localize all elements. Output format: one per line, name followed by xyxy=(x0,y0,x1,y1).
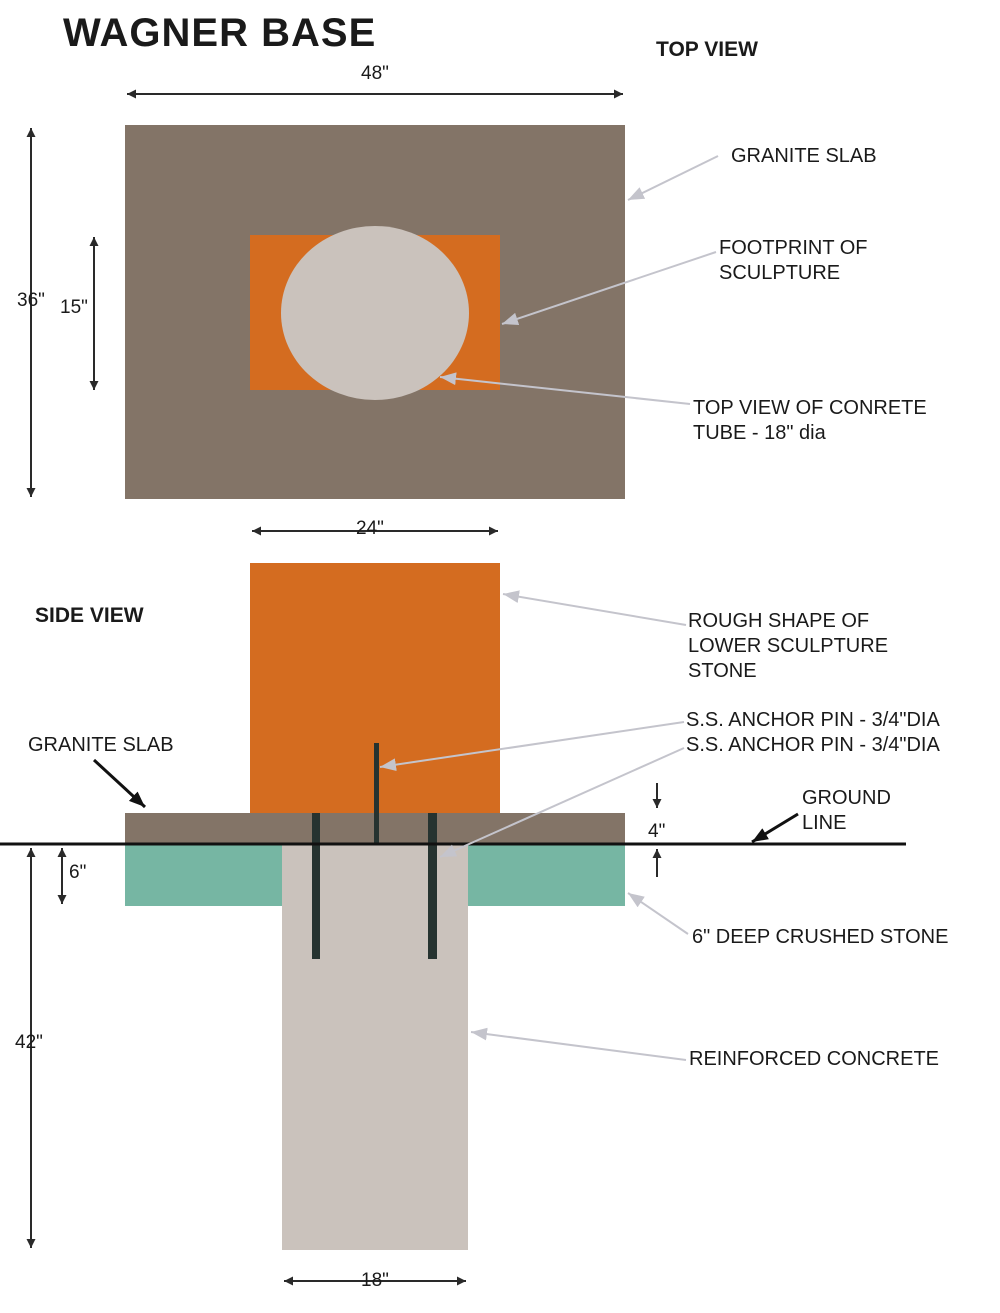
label-rough-shape-line1: ROUGH SHAPE OF xyxy=(688,610,869,632)
label-anchor-pin-2: S.S. ANCHOR PIN - 3/4"DIA xyxy=(686,734,940,756)
label-rough-shape-line2: LOWER SCULPTURE xyxy=(688,635,888,657)
leader-ground-line xyxy=(751,812,799,844)
label-ground-line-1: GROUND xyxy=(802,787,891,809)
leader-granite-slab-top xyxy=(627,155,719,201)
label-tube-top-line2: TUBE - 18" dia xyxy=(693,422,827,444)
label-anchor-pin-1: S.S. ANCHOR PIN - 3/4"DIA xyxy=(686,709,940,731)
drawing-title: WAGNER BASE xyxy=(63,11,376,55)
label-granite-slab-side: GRANITE SLAB xyxy=(28,734,174,756)
anchor-pin-upper xyxy=(374,743,379,845)
leader-tube-top xyxy=(439,372,691,405)
leader-rough-shape xyxy=(502,590,687,626)
top-view-heading: TOP VIEW xyxy=(656,38,758,61)
anchor-pin-right xyxy=(428,813,437,959)
dim-tube-depth: 42" xyxy=(15,1032,43,1053)
label-footprint-line2: SCULPTURE xyxy=(719,262,840,284)
anchor-pin-left xyxy=(312,813,320,959)
dim-slab-width: 48" xyxy=(361,63,389,84)
dim-stone-depth: 6" xyxy=(69,862,86,883)
dim-slab-depth: 36" xyxy=(17,290,45,311)
dim-footprint-depth: 15" xyxy=(60,297,88,318)
label-granite-slab-top: GRANITE SLAB xyxy=(731,145,877,167)
side-view-heading: SIDE VIEW xyxy=(35,604,144,627)
leader-concrete xyxy=(470,1027,687,1061)
leader-footprint xyxy=(501,251,717,325)
dim-footprint-width: 24" xyxy=(356,518,384,539)
dim-slab-thickness: 4" xyxy=(648,821,665,842)
leader-crushed-stone xyxy=(627,892,689,935)
label-rough-shape-line3: STONE xyxy=(688,660,757,682)
leader-anchor-pin-2 xyxy=(439,747,685,858)
concrete-tube-side-view xyxy=(282,845,468,1250)
label-crushed-stone: 6" DEEP CRUSHED STONE xyxy=(692,926,948,948)
label-footprint-line1: FOOTPRINT OF xyxy=(719,237,868,259)
leader-anchor-pin-1 xyxy=(379,721,685,771)
label-tube-top-line1: TOP VIEW OF CONRETE xyxy=(693,397,927,419)
concrete-tube-top-view xyxy=(281,226,469,400)
label-concrete: REINFORCED CONCRETE xyxy=(689,1048,939,1070)
label-ground-line-2: LINE xyxy=(802,812,846,834)
leader-granite-slab-side xyxy=(92,758,147,809)
dim-tube-width: 18" xyxy=(361,1270,389,1291)
